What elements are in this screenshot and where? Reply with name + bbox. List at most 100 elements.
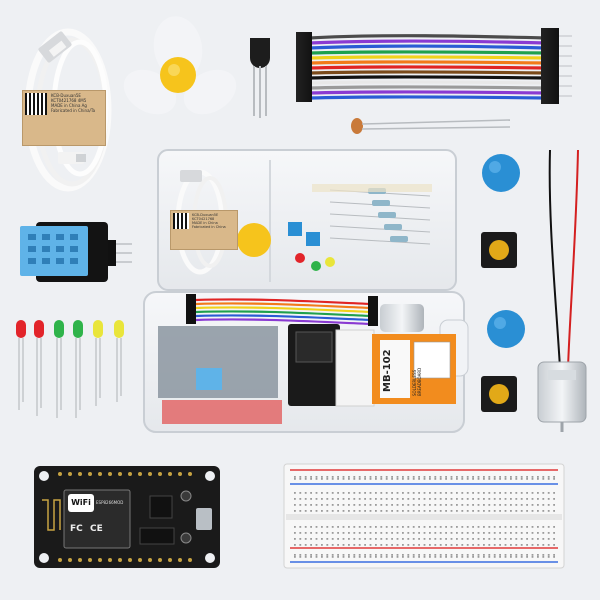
breadboard-model-text: MB-102	[382, 349, 393, 393]
breadboard-hole	[542, 526, 545, 528]
breadboard-hole	[520, 476, 523, 478]
breadboard-hole	[531, 492, 534, 494]
breadboard-hole	[331, 476, 334, 478]
breadboard-hole	[472, 504, 474, 506]
breadboard-hole	[375, 498, 377, 500]
breadboard-hole	[423, 492, 426, 494]
breadboard-hole	[375, 532, 377, 534]
breadboard-hole	[299, 504, 302, 506]
breadboard-hole	[364, 478, 366, 480]
breadboard-hole	[445, 556, 447, 558]
breadboard-hole	[418, 554, 420, 556]
breadboard-hole	[499, 476, 501, 478]
breadboard-hole	[326, 498, 329, 500]
breadboard-hole	[477, 498, 480, 500]
breadboard-hole	[472, 526, 474, 528]
breadboard-hole	[423, 526, 426, 528]
breadboard-hole	[510, 492, 512, 494]
breadboard-hole	[477, 544, 480, 546]
breadboard-hole	[375, 556, 377, 558]
breadboard-hole	[375, 526, 377, 528]
breadboard-hole	[310, 554, 312, 556]
breadboard-hole	[358, 544, 361, 546]
breadboard-hole	[369, 504, 372, 506]
breadboard-hole	[348, 498, 350, 500]
breadboard-hole	[439, 544, 442, 546]
breadboard-hole	[531, 504, 534, 506]
breadboard-hole	[358, 556, 361, 558]
usb-cable-small-label: KCB-Duxuan5E KCT0421768 MADE in China Fa…	[170, 210, 238, 250]
breadboard-hole	[326, 476, 329, 478]
breadboard-hole	[299, 532, 302, 534]
breadboard-hole	[407, 498, 410, 500]
breadboard-hole	[547, 476, 550, 478]
breadboard-hole	[483, 538, 485, 540]
breadboard-hole	[391, 476, 393, 478]
breadboard-hole	[445, 476, 447, 478]
wifi-text: WiFi	[71, 498, 91, 507]
breadboard-hole	[488, 556, 491, 558]
led-yellow	[114, 320, 124, 402]
breadboard-hole	[375, 476, 377, 478]
breadboard-hole	[526, 510, 528, 512]
breadboard-hole	[423, 498, 426, 500]
breadboard-hole	[542, 476, 545, 478]
led-yellow	[93, 320, 103, 406]
breadboard-hole	[531, 544, 534, 546]
breadboard-hole	[348, 510, 350, 512]
breadboard-hole	[553, 532, 555, 534]
breadboard-hole	[348, 538, 350, 540]
breadboard-hole	[369, 556, 372, 558]
breadboard-hole	[461, 544, 464, 546]
qr-code-icon	[25, 93, 47, 115]
breadboard-hole	[337, 556, 339, 558]
breadboard-hole	[434, 492, 437, 494]
esp-fc-mark: FC	[70, 524, 83, 534]
breadboard-hole	[553, 544, 555, 546]
breadboard-hole	[499, 492, 501, 494]
breadboard-hole	[456, 532, 458, 534]
breadboard-hole	[294, 532, 296, 534]
breadboard-hole	[531, 498, 534, 500]
breadboard-hole	[337, 478, 339, 480]
temperature-sensor-to92	[250, 38, 270, 118]
breadboard-hole	[342, 510, 345, 512]
breadboard-hole	[353, 544, 356, 546]
breadboard-hole	[520, 556, 523, 558]
breadboard-hole	[450, 532, 453, 534]
esp8266-board	[34, 466, 220, 568]
breadboard-hole	[364, 526, 366, 528]
breadboard-hole	[326, 510, 329, 512]
breadboard-hole	[294, 498, 296, 500]
breadboard-hole	[456, 498, 458, 500]
breadboard-hole	[315, 538, 318, 540]
breadboard-hole	[380, 532, 383, 534]
breadboard-hole	[488, 510, 491, 512]
breadboard-hole	[407, 510, 410, 512]
breadboard-hole	[445, 526, 447, 528]
breadboard-hole	[348, 556, 350, 558]
breadboard-hole	[483, 544, 485, 546]
breadboard-hole	[499, 526, 501, 528]
breadboard-hole	[358, 526, 361, 528]
dc-motor	[537, 149, 587, 432]
breadboard-hole	[434, 556, 437, 558]
breadboard-hole	[326, 554, 329, 556]
breadboard-hole	[456, 510, 458, 512]
breadboard-hole	[418, 556, 420, 558]
breadboard-hole	[504, 492, 507, 494]
breadboard-hole	[304, 498, 307, 500]
breadboard-hole	[531, 532, 534, 534]
breadboard-hole	[342, 526, 345, 528]
breadboard-hole	[531, 510, 534, 512]
breadboard-hole	[531, 554, 534, 556]
breadboard-hole	[450, 544, 453, 546]
breadboard-hole	[429, 532, 431, 534]
breadboard-hole	[537, 538, 539, 540]
breadboard-hole	[477, 532, 480, 534]
breadboard-hole	[407, 526, 410, 528]
breadboard-hole	[304, 538, 307, 540]
breadboard-hole	[342, 556, 345, 558]
breadboard-hole	[439, 504, 442, 506]
breadboard-hole	[472, 478, 474, 480]
